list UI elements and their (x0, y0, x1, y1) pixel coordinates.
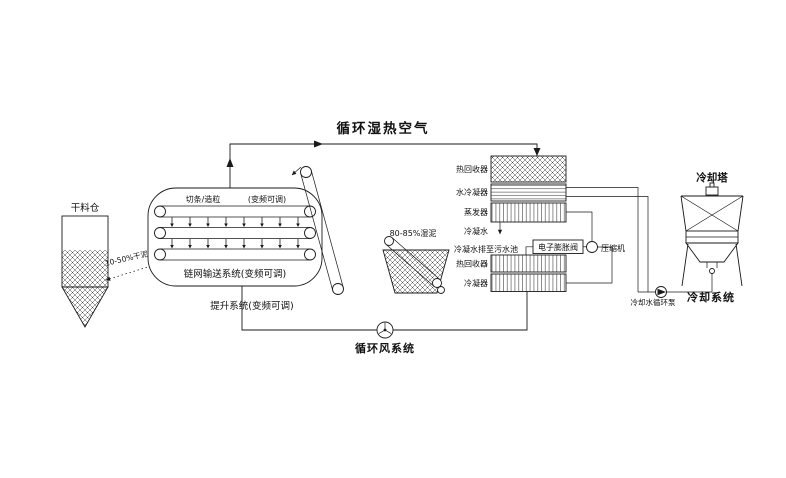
up-arrow-icon (226, 158, 234, 167)
heat-recovery-bottom-box (490, 254, 567, 273)
cooling-tower: 冷却塔 (680, 171, 744, 292)
cooling-return-line (566, 196, 649, 292)
conveyor-process-label: 切条/造粒 (186, 194, 221, 204)
heat-pump-unit: 热回收器 水冷凝器 蒸发器 冷凝水 冷凝水排至污水池 热回收器 冷凝器 电子膨胀… (454, 155, 625, 292)
dry-mud-label: 10-50%干泥 (104, 249, 149, 268)
tower-bowl (685, 242, 739, 263)
conveyor-vfd-label: (变频可调) (248, 194, 286, 204)
heat-recovery-top-box (490, 155, 567, 183)
silo-fill-hatch (62, 250, 108, 287)
tower-leg-left (681, 243, 689, 287)
bottom-duct-label: 循环风系统 (355, 341, 415, 355)
cooling-supply-line (566, 187, 639, 292)
wet-mud-label: 80-85%湿泥 (390, 229, 437, 238)
heat-recovery-bottom-label: 热回收器 (456, 259, 488, 269)
tower-fan-motor (705, 186, 719, 196)
compressor-label: 压缩机 (601, 243, 625, 253)
lifting-system: 提升系统(变频可调) (210, 166, 344, 312)
expansion-valve-label: 电子膨胀阀 (538, 242, 578, 252)
evaporator-label: 蒸发器 (464, 207, 488, 217)
condenser-label: 冷凝器 (464, 278, 488, 288)
dry-mud-feed-line (105, 265, 152, 281)
dryer-housing (147, 187, 323, 287)
lift-discharge-arrow (291, 166, 302, 176)
down-arrow-icon (533, 148, 541, 156)
compressor-symbol (586, 241, 598, 253)
right-arrow-icon (314, 140, 323, 148)
silo-label: 干料仓 (71, 202, 100, 214)
return-air-duct: 循环风系统 (241, 286, 528, 355)
condensate-drain-label: 冷凝水排至污水池 (454, 244, 518, 254)
water-condenser-box (490, 183, 567, 202)
silo-funnel (61, 286, 109, 328)
pump-impeller-icon (657, 288, 666, 296)
tower-outlet (709, 268, 715, 274)
conveyor-system-label: 链网输送系统(变频可调) (184, 268, 286, 280)
tower-brace-2 (685, 195, 744, 232)
feeder-bottom-roller (432, 278, 442, 288)
hot-humid-air-duct: 循环湿热空气 (226, 120, 541, 188)
cooling-pump-label: 冷却水循环泵 (631, 297, 676, 307)
tower-fan-cap (709, 182, 715, 188)
chain-conveyor-dryer: 切条/造粒 (变频可调) 链网输送系统(变频 (147, 187, 323, 287)
valve-to-hx-pipe (525, 246, 533, 255)
lift-system-label: 提升系统(变频可调) (210, 300, 293, 312)
heat-recovery-top-label: 热回收器 (456, 164, 488, 174)
top-duct-label: 循环湿热空气 (337, 120, 430, 137)
lift-bottom-roller (332, 283, 344, 295)
discharge-pipe (566, 246, 613, 284)
cooling-system-label: 冷却系统 (687, 290, 735, 304)
conveyor-belt-1 (154, 205, 316, 218)
condensate-label: 冷凝水 (464, 226, 488, 236)
suction-pipe (566, 211, 593, 242)
water-condenser-label: 水冷凝器 (456, 187, 488, 197)
wet-sludge-bin: 80-85%湿泥 (382, 229, 450, 294)
dry-material-silo: 干料仓 10-50%干泥 (61, 202, 152, 328)
tower-brace-1 (680, 195, 739, 232)
condenser-box (490, 273, 567, 292)
evaporator-box (490, 202, 567, 223)
feeder-wheel (437, 286, 445, 294)
conveyor-belt-2 (154, 227, 316, 239)
cooling-tower-label: 冷却塔 (696, 171, 728, 184)
lift-top-roller (300, 166, 312, 178)
conveyor-belt-3 (154, 248, 316, 261)
feeder-top-roller (384, 236, 394, 246)
cooling-water-circuit: 冷却水循环泵 冷却系统 (566, 187, 735, 307)
tower-leg-right (735, 243, 743, 287)
